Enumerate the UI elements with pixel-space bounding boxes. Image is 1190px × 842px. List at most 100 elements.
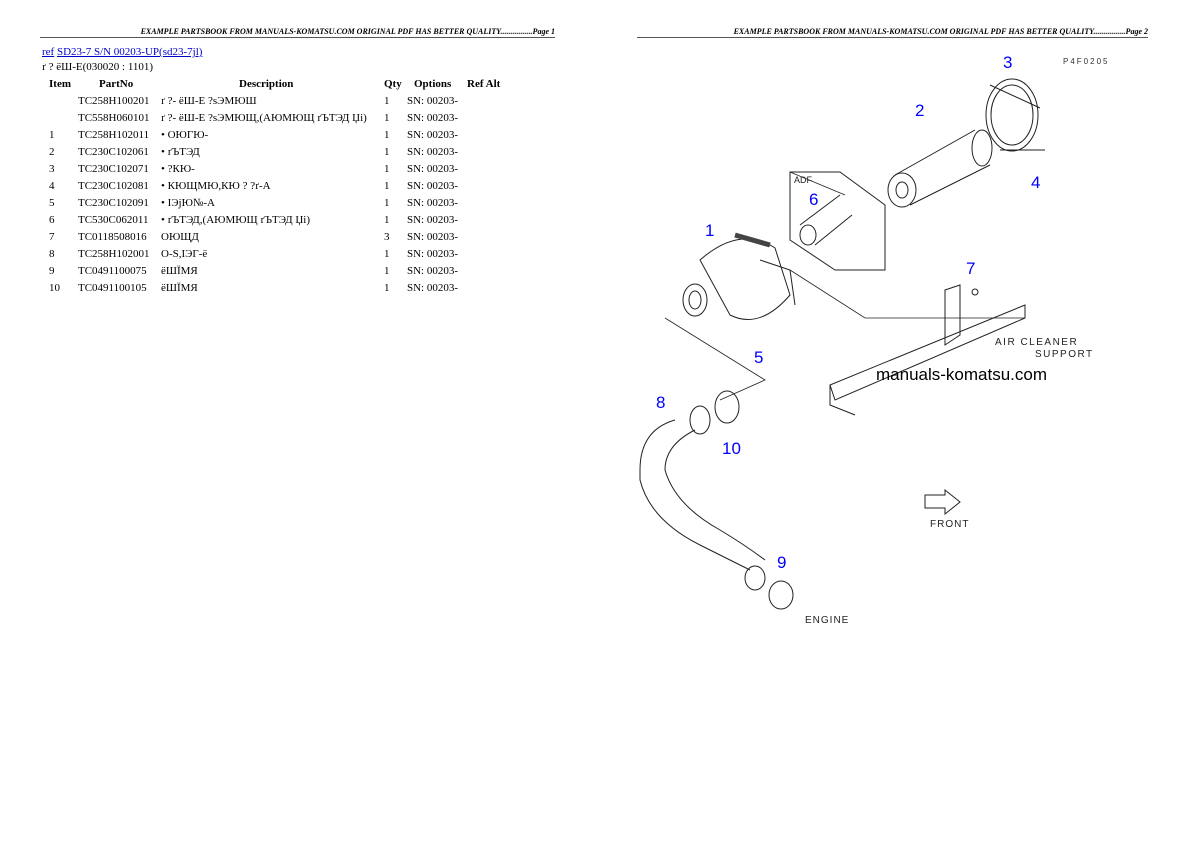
cell-options: SN: 00203- — [407, 197, 459, 209]
clamp-10 — [714, 390, 740, 424]
model-link[interactable]: SD23-7 S/N 00203-UP(sd23-7jl) — [56, 46, 203, 58]
cell-partno: TC230C102081 — [78, 180, 149, 192]
adf-box — [789, 171, 886, 271]
col-refalt: Ref Alt — [467, 78, 501, 90]
cell-options: SN: 00203- — [407, 180, 459, 192]
cell-item: 10 — [49, 282, 60, 294]
cell-description: • ОЮГЮ- — [161, 129, 209, 141]
leader-lines — [664, 171, 1025, 401]
cell-item: 4 — [49, 180, 55, 192]
cell-qty: 1 — [384, 146, 390, 158]
cell-qty: 1 — [384, 248, 390, 260]
cell-qty: 1 — [384, 282, 390, 294]
cell-item: 3 — [49, 163, 55, 175]
cell-options: SN: 00203- — [407, 129, 459, 141]
col-description: Description — [239, 78, 294, 90]
cell-options: SN: 00203- — [407, 282, 459, 294]
parts-diagram: P4F0205 — [639, 53, 1109, 626]
cell-partno: TC230C102061 — [78, 146, 149, 158]
cell-partno: TC558H060101 — [78, 112, 150, 124]
cell-description: ёШЇМЯ — [161, 282, 198, 294]
cell-options: SN: 00203- — [407, 146, 459, 158]
cell-item: 8 — [49, 248, 55, 260]
cell-partno: TC258H102011 — [78, 129, 150, 141]
link-bar: ref SD23-7 S/N 00203-UP(sd23-7jl) — [42, 46, 202, 58]
callout-8: 8 — [656, 393, 665, 412]
cell-options: SN: 00203- — [407, 163, 459, 175]
watermark: manuals-komatsu.com — [876, 365, 1047, 384]
cell-qty: 1 — [384, 163, 390, 175]
cell-partno: TC230C102071 — [78, 163, 149, 175]
cell-item: 7 — [49, 231, 55, 243]
cell-description: ОЮЩД — [161, 231, 199, 243]
cell-options: SN: 00203- — [407, 265, 459, 277]
cell-partno: TC530C062011 — [78, 214, 149, 226]
callout-9: 9 — [777, 553, 786, 572]
cell-qty: 1 — [384, 129, 390, 141]
cell-description: • ґЪТЭД,(АЮМЮЩ ґЪТЭД Џi) — [161, 214, 310, 226]
hose-part — [639, 405, 766, 591]
ref-link[interactable]: ref — [42, 46, 55, 58]
col-options: Options — [414, 78, 452, 90]
diagram-code: P4F0205 — [1063, 57, 1109, 66]
cell-qty: 1 — [384, 214, 390, 226]
cover-part — [985, 78, 1045, 152]
cell-item: 2 — [49, 146, 55, 158]
cell-partno: TC0118508016 — [78, 231, 147, 243]
element-part — [887, 129, 993, 208]
callout-5: 5 — [754, 348, 763, 367]
clamp-9 — [768, 580, 794, 610]
engine-label: ENGINE — [805, 615, 849, 626]
callout-6: 6 — [809, 190, 818, 209]
cell-item: 5 — [49, 197, 55, 209]
cell-options: SN: 00203- — [407, 95, 459, 107]
cell-partno: TC0491100075 — [78, 265, 147, 277]
cell-options: SN: 00203- — [407, 214, 459, 226]
cell-qty: 1 — [384, 95, 390, 107]
callout-2: 2 — [915, 101, 924, 120]
col-partno: PartNo — [99, 78, 134, 90]
air-cleaner-part — [682, 232, 796, 320]
cell-partno: TC230C102091 — [78, 197, 149, 209]
cell-qty: 1 — [384, 180, 390, 192]
page1-header: EXAMPLE PARTSBOOK FROM MANUALS-KOMATSU.C… — [40, 26, 555, 38]
cell-qty: 1 — [384, 265, 390, 277]
cell-description: ґ ?- ёШ-Е ?sЭМЮЩ,(АЮМЮЩ ґЪТЭД Џi) — [161, 112, 367, 124]
front-arrow — [924, 488, 961, 516]
cell-options: SN: 00203- — [407, 248, 459, 260]
cell-description: • ІЭјЮ№-А — [161, 197, 215, 209]
callout-4: 4 — [1031, 173, 1040, 192]
callout-3: 3 — [1003, 53, 1012, 72]
page2-header: EXAMPLE PARTSBOOK FROM MANUALS-KOMATSU.C… — [637, 26, 1148, 38]
cell-description: • ?КЮ- — [161, 163, 195, 175]
support-label-2: SUPPORT — [1035, 349, 1094, 360]
cell-options: SN: 00203- — [407, 112, 459, 124]
support-bracket — [829, 284, 1026, 416]
cell-description: • ґЪТЭД — [161, 146, 200, 158]
cell-qty: 1 — [384, 112, 390, 124]
cell-qty: 1 — [384, 197, 390, 209]
callout-7: 7 — [966, 259, 975, 278]
cell-partno: TC258H100201 — [78, 95, 150, 107]
col-qty: Qty — [384, 78, 402, 90]
cell-item: 9 — [49, 265, 55, 277]
col-item: Item — [49, 78, 71, 90]
cell-description: ёШЇМЯ — [161, 265, 198, 277]
adf-label: ADF — [794, 175, 813, 185]
callout-10: 10 — [722, 439, 741, 458]
callout-1: 1 — [705, 221, 714, 240]
cell-partno: TC0491100105 — [78, 282, 147, 294]
cell-description: О-S,ІЭГ-ё — [161, 248, 208, 260]
support-label-1: AIR CLEANER — [995, 337, 1078, 348]
cell-item: 1 — [49, 129, 55, 141]
callouts: 1 2 3 4 5 6 7 8 9 10 — [656, 53, 1040, 572]
cell-description: • КЮЩМЮ,КЮ ? ?ґ-А — [161, 180, 271, 192]
cell-item: 6 — [49, 214, 55, 226]
front-label: FRONT — [930, 519, 969, 530]
cell-description: ґ ?- ёШ-Е ?sЭМЮШ — [161, 95, 257, 107]
cell-qty: 3 — [384, 231, 390, 243]
section-title: ґ ? ёШ-Е(030020 : 1101) — [42, 61, 154, 73]
cell-partno: TC258H102001 — [78, 248, 150, 260]
cell-options: SN: 00203- — [407, 231, 459, 243]
